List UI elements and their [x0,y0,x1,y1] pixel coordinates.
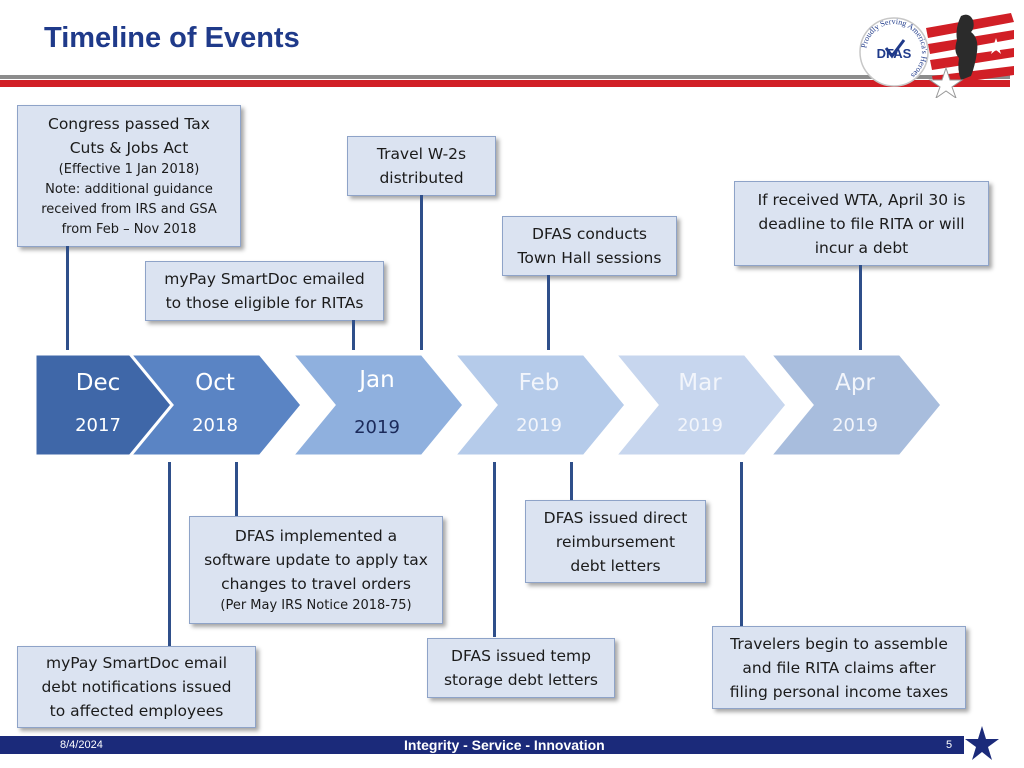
connector-tax-act [66,246,69,350]
event-tax-act-line1: Congress passed Tax [48,115,210,133]
event-direct-reimb-line3: debt letters [570,556,661,575]
event-wta-deadline: If received WTA, April 30 is deadline to… [734,181,989,266]
connector-travelers [740,462,743,626]
event-town-hall-line1: DFAS conducts [532,225,647,243]
event-mypay-emailed: myPay SmartDoc emailed to those eligible… [145,261,384,321]
timeline-month-mar: Mar [678,370,722,396]
event-software-update-line2: software update to apply tax [204,551,428,569]
timeline-month-feb: Feb [518,370,560,396]
connector-wta [859,265,862,350]
event-tax-act-note1: (Effective 1 Jan 2018) [58,162,200,177]
event-tax-act-note3: received from IRS and GSA [41,202,217,217]
connector-mypay-debt [168,462,171,646]
footer-tagline: Integrity - Service - Innovation [404,737,605,753]
event-travelers-line3: filing personal income taxes [729,682,949,701]
event-software-update-note: (Per May IRS Notice 2018-75) [220,598,412,613]
footer-date: 8/4/2024 [60,739,103,751]
soldier-silhouette [955,14,978,81]
header-rule-red [0,80,1010,87]
event-mypay-emailed-line2: to those eligible for RITAs [165,294,364,312]
timeline-year-jan: 2019 [354,417,400,438]
event-travelers-line1: Travelers begin to assemble [730,634,948,653]
event-mypay-debt-line2: debt notifications issued [41,678,232,696]
event-w2s-line2: distributed [379,169,464,187]
dfas-logo: DFAS Proudly Serving America's Heroes [859,13,1014,98]
event-w2s-line1: Travel W-2s [376,145,467,163]
event-tax-act: Congress passed Tax Cuts & Jobs Act (Eff… [17,105,241,247]
connector-mypay-emailed [352,320,355,350]
event-direct-reimb: DFAS issued direct reimbursement debt le… [525,500,706,583]
event-wta-line2: deadline to file RITA or will [758,214,965,233]
timeline-year-dec: 2017 [75,415,121,436]
timeline-year-apr: 2019 [832,415,878,436]
event-mypay-debt-line1: myPay SmartDoc email [45,654,228,672]
timeline-chevron-apr [766,352,944,458]
timeline-chevron-oct [126,352,304,458]
event-tax-act-line2: Cuts & Jobs Act [69,139,189,157]
connector-w2s [420,195,423,350]
event-direct-reimb-line2: reimbursement [555,532,676,551]
timeline-chevron-mar [611,352,789,458]
header-rule-gray [0,75,1010,79]
timeline-chevron-feb [450,352,628,458]
event-town-hall-line2: Town Hall sessions [517,249,662,267]
timeline-month-oct: Oct [195,370,235,396]
event-tax-act-note2: Note: additional guidance [45,182,213,197]
event-software-update: DFAS implemented a software update to ap… [189,516,443,624]
footer-bar [0,736,964,754]
timeline-month-jan: Jan [359,367,395,393]
event-direct-reimb-line1: DFAS issued direct [543,508,688,527]
star-icon [965,726,999,760]
event-mypay-emailed-line1: myPay SmartDoc emailed [164,270,365,288]
event-tax-act-note4: from Feb – Nov 2018 [61,222,197,237]
page-title: Timeline of Events [44,22,300,54]
event-wta-line1: If received WTA, April 30 is [757,190,966,209]
timeline-chevron-jan [288,352,466,458]
connector-direct-reimb [570,462,573,500]
event-software-update-line3: changes to travel orders [221,575,411,593]
timeline-year-oct: 2018 [192,415,238,436]
connector-temp-storage [493,462,496,637]
timeline-month-dec: Dec [75,370,121,396]
timeline-month-apr: Apr [835,370,875,396]
event-town-hall: DFAS conducts Town Hall sessions [502,216,677,276]
event-temp-storage-line2: storage debt letters [443,671,598,689]
event-temp-storage: DFAS issued temp storage debt letters [427,638,615,698]
connector-town-hall [547,275,550,350]
event-mypay-debt: myPay SmartDoc email debt notifications … [17,646,256,728]
logo-star [928,66,964,98]
timeline-year-mar: 2019 [677,415,723,436]
event-wta-line3: incur a debt [814,238,909,257]
event-w2s: Travel W-2s distributed [347,136,496,196]
event-mypay-debt-line3: to affected employees [49,702,224,720]
timeline-arrows [33,352,944,458]
connector-software-update [235,462,238,516]
event-temp-storage-line1: DFAS issued temp [451,647,591,665]
event-software-update-line1: DFAS implemented a [234,527,398,545]
page-number: 5 [946,739,953,751]
event-travelers: Travelers begin to assemble and file RIT… [712,626,966,709]
timeline-year-feb: 2019 [516,415,562,436]
event-travelers-line2: and file RITA claims after [742,658,936,677]
